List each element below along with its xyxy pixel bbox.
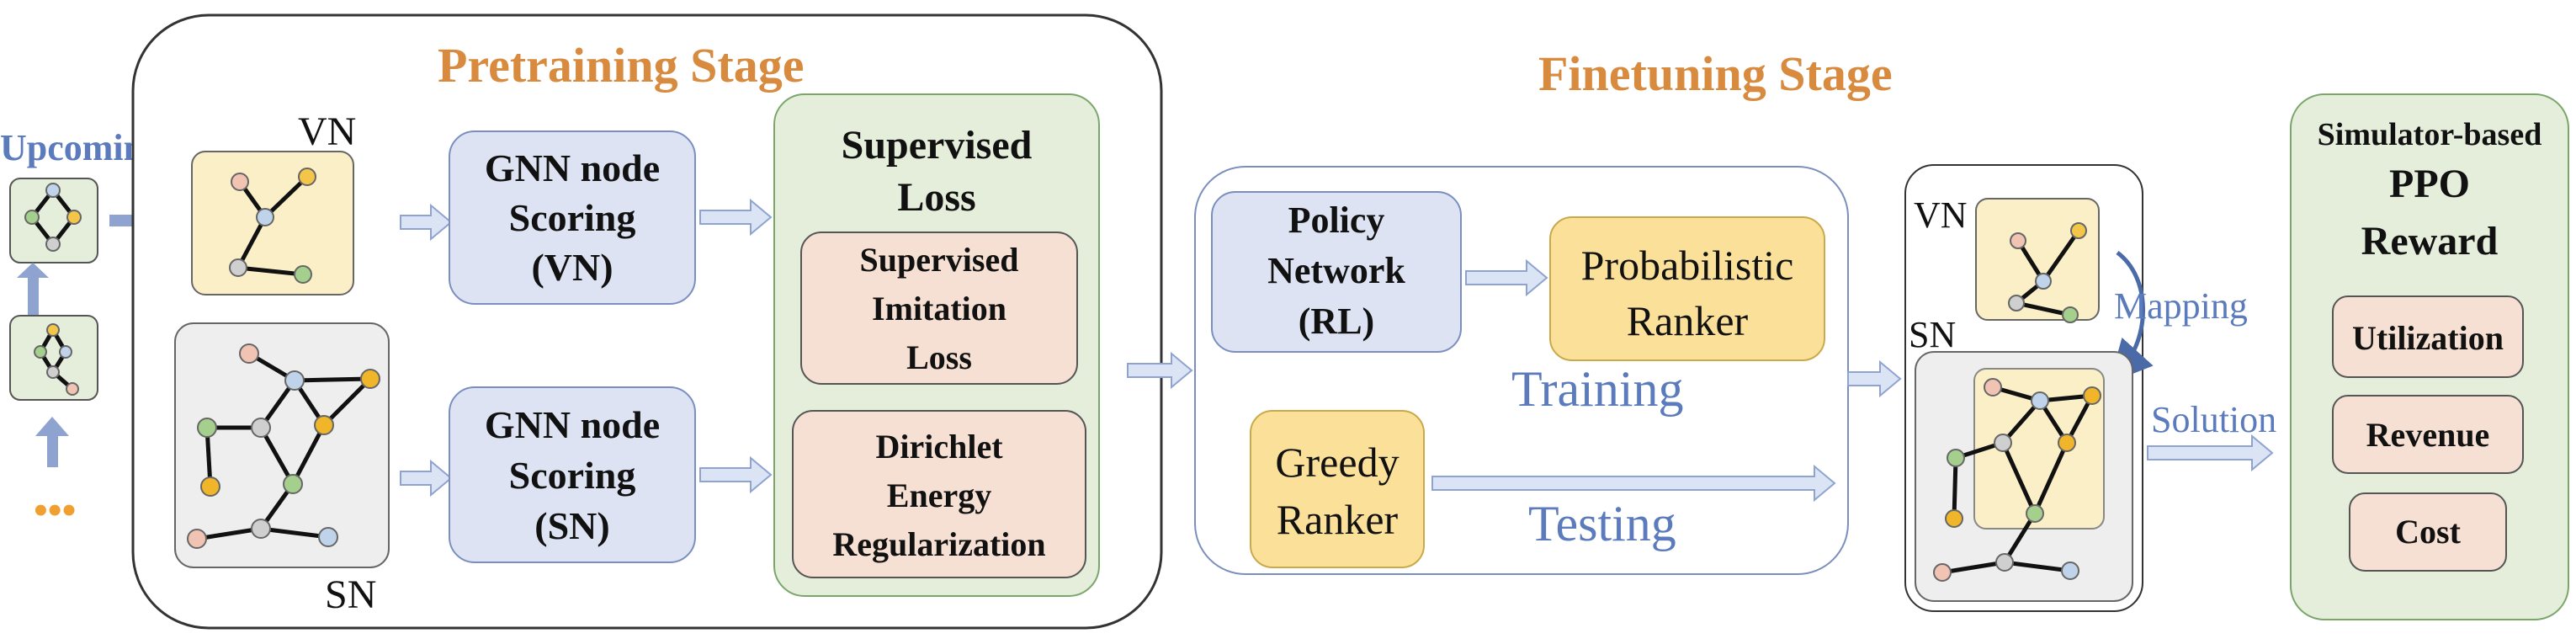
dirichlet-box <box>792 410 1086 578</box>
vn-label: VN <box>298 109 356 154</box>
solution-label: Solution <box>2151 399 2276 440</box>
arrow-right-icon <box>699 455 773 494</box>
imitation-loss-line-1: Supervised <box>860 241 1019 279</box>
greedy-ranker-line-2: Ranker <box>1277 496 1399 543</box>
gnn-sn-line-3: (SN) <box>534 504 609 547</box>
arrow-right-icon <box>1847 359 1902 398</box>
solution-vn-box <box>1975 198 2100 321</box>
imitation-loss-line-2: Imitation <box>872 290 1006 327</box>
reward-title-1: Simulator-based <box>2318 117 2542 152</box>
revenue-label: Revenue <box>2366 416 2490 454</box>
greedy-ranker-box <box>1250 410 1425 568</box>
policy-line-1: Policy <box>1288 200 1385 241</box>
reward-title-2: PPO <box>2389 162 2470 206</box>
supervised-loss-title-2: Loss <box>897 175 975 220</box>
utilization-box <box>2332 295 2524 378</box>
solution-overlay-box <box>1973 368 2105 530</box>
arrow-up-icon <box>35 417 69 467</box>
policy-network-box <box>1211 191 1462 353</box>
testing-label: Testing <box>1528 496 1676 551</box>
finetuning-title: Finetuning Stage <box>1538 46 1893 101</box>
sn-label: SN <box>325 572 376 617</box>
gnn-sn-line-1: GNN node <box>485 403 660 446</box>
cost-box <box>2349 492 2507 572</box>
curved-arrow-icon <box>2109 251 2154 383</box>
reward-title-3: Reward <box>2361 219 2499 263</box>
sn-graph-box <box>174 322 390 568</box>
dirichlet-line-2: Energy <box>887 476 991 514</box>
training-label: Training <box>1511 361 1684 417</box>
graph-icon <box>34 323 79 396</box>
probabilistic-ranker-box <box>1549 216 1825 361</box>
gnn-vn-line-3: (VN) <box>531 246 613 289</box>
imitation-loss-line-3: Loss <box>906 338 972 376</box>
greedy-ranker-line-1: Greedy <box>1275 439 1399 486</box>
pretraining-title: Pretraining Stage <box>438 38 804 93</box>
arrow-right-icon <box>400 203 453 242</box>
upcoming-graph-card-2 <box>9 315 98 401</box>
arrow-right-icon <box>1431 464 1836 503</box>
graph-icon <box>2008 222 2087 323</box>
arrow-right-icon <box>699 198 773 237</box>
prob-ranker-line-1: Probabilistic <box>1581 242 1794 289</box>
gnn-sn-line-2: Scoring <box>509 454 636 497</box>
graph-icon <box>24 183 82 252</box>
gnn-vn-line-1: GNN node <box>485 146 660 189</box>
graph-icon <box>229 168 316 284</box>
solution-sn-label: SN <box>1909 314 1956 355</box>
dirichlet-line-1: Dirichlet <box>875 428 1003 466</box>
policy-line-3: (RL) <box>1299 301 1374 342</box>
mapping-label: Mapping <box>2114 285 2248 327</box>
vn-graph-box <box>191 151 354 295</box>
upcoming-graph-card-1 <box>9 178 98 263</box>
arrow-right-icon <box>1127 351 1193 390</box>
graph-icon <box>1933 378 2101 582</box>
revenue-box <box>2332 395 2524 474</box>
solution-vn-label: VN <box>1914 194 1968 236</box>
arrow-right-icon <box>2147 434 2274 472</box>
imitation-loss-box <box>800 232 1078 385</box>
more-dots: ••• <box>34 488 76 533</box>
cost-label: Cost <box>2395 513 2461 551</box>
arrow-up-icon <box>17 263 49 331</box>
gnn-vn-box <box>449 130 696 305</box>
dirichlet-line-3: Regularization <box>832 525 1045 563</box>
utilization-label: Utilization <box>2352 319 2504 357</box>
gnn-sn-box <box>449 386 696 563</box>
prob-ranker-line-2: Ranker <box>1627 297 1749 344</box>
arrow-right-icon <box>400 459 453 498</box>
graph-icon <box>187 343 380 549</box>
policy-line-2: Network <box>1267 250 1405 291</box>
gnn-vn-line-2: Scoring <box>509 196 636 239</box>
arrow-right-icon <box>1465 258 1548 297</box>
supervised-loss-title-1: Supervised <box>842 123 1033 168</box>
